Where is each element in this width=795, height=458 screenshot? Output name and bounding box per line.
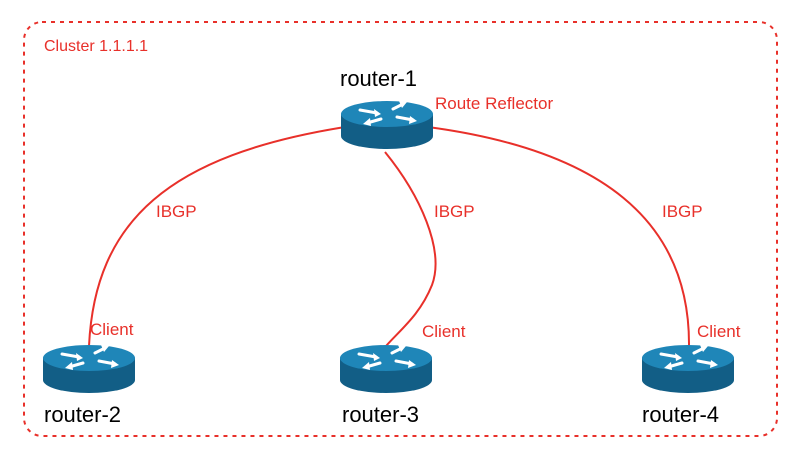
link-label-router4: IBGP [662, 202, 703, 221]
link-router1-router2 [88, 126, 346, 347]
router-4-icon [640, 343, 736, 395]
link-router1-router3 [384, 151, 437, 347]
router-4-name: router-4 [642, 402, 720, 427]
router-3-role: Client [422, 322, 466, 341]
router-4-role: Client [697, 322, 741, 341]
cluster-label: Cluster 1.1.1.1 [44, 38, 149, 55]
router-3-icon [338, 343, 434, 395]
link-router1-router4 [427, 126, 691, 347]
router-2-role: Client [90, 320, 134, 339]
router-1-name: router-1 [340, 66, 418, 91]
router-2-name: router-2 [44, 402, 122, 427]
router-1-icon [339, 99, 435, 151]
link-label-router2: IBGP [156, 202, 197, 221]
router-3-name: router-3 [342, 402, 420, 427]
router-2-icon [41, 343, 137, 395]
router-1-role: Route Reflector [435, 94, 554, 113]
link-label-router3: IBGP [434, 202, 475, 221]
